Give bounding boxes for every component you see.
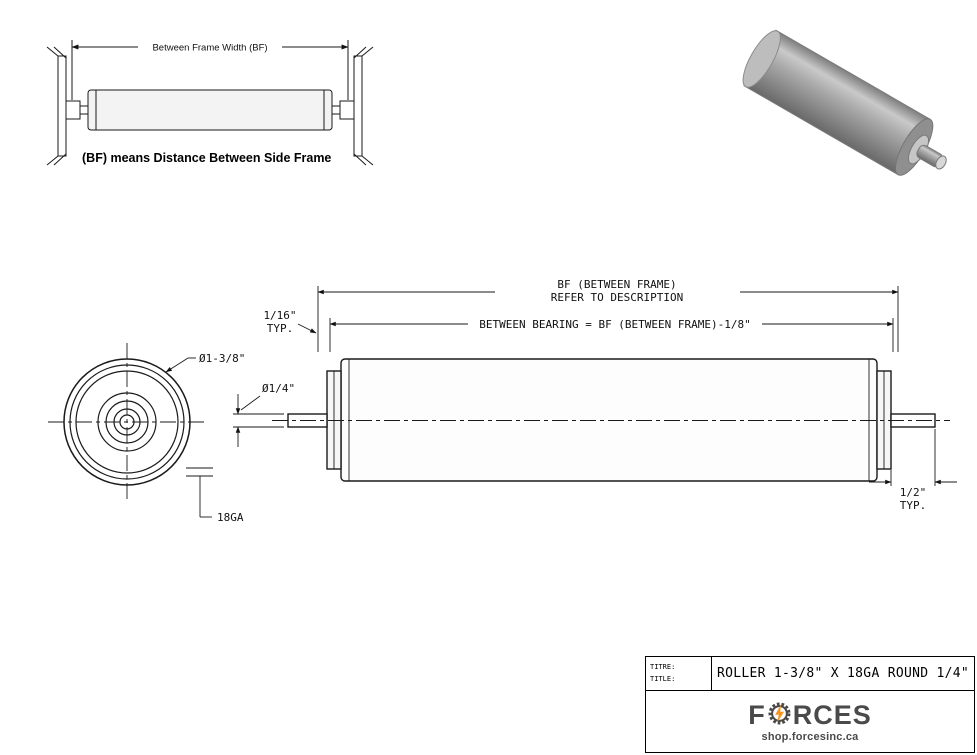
diameter-leader (165, 357, 196, 373)
forces-logo: F RCES (748, 700, 872, 730)
bf-label-line1: BF (BETWEEN FRAME) (557, 278, 676, 291)
end-view-gauge-label: 18GA (217, 511, 244, 524)
left-offset-typ: TYP. (267, 322, 294, 335)
roller-3d-far-cap (742, 30, 781, 88)
inset-caption: (BF) means Distance Between Side Frame (82, 151, 331, 165)
left-offset-value: 1/16" (263, 309, 296, 322)
roller-3d-render (742, 29, 947, 176)
title-block-top-row: TITRE: TITLE: ROLLER 1-3/8" X 18GA ROUND… (646, 657, 974, 691)
left-offset-leader (297, 323, 317, 334)
right-offset-value: 1/2" (900, 486, 927, 499)
titre-label: TITRE: (650, 662, 676, 671)
bf-label-line2: REFER TO DESCRIPTION (551, 291, 683, 304)
inset-right-frame (353, 55, 363, 157)
title-block-labels: TITRE: TITLE: (646, 657, 712, 690)
logo-letters-rces: RCES (792, 699, 872, 730)
side-view-dimension-text: BF (BETWEEN FRAME) REFER TO DESCRIPTION … (262, 278, 926, 512)
bf-inset-text: Between Frame Width (BF) (BF) means Dist… (82, 43, 331, 166)
between-bearing-label: BETWEEN BEARING = BF (BETWEEN FRAME)-1/8… (479, 318, 751, 331)
inset-roller (87, 89, 333, 131)
title-block: TITRE: TITLE: ROLLER 1-3/8" X 18GA ROUND… (645, 656, 975, 753)
drawing-title: ROLLER 1-3/8" X 18GA ROUND 1/4" (717, 666, 969, 681)
bf-inset-diagram (46, 40, 374, 166)
title-label: TITLE: (650, 674, 676, 683)
roller-end-view (48, 343, 213, 518)
right-offset-typ: TYP. (900, 499, 927, 512)
inset-dim-label: Between Frame Width (BF) (152, 43, 267, 54)
website: shop.forcesinc.ca (761, 731, 859, 743)
roller-side-view (272, 358, 950, 482)
logo-letter-f: F (748, 699, 766, 730)
roller-tube (340, 358, 878, 482)
gear-bolt-icon (767, 701, 792, 731)
end-view-diameter-label: Ø1-3/8" (199, 352, 245, 365)
side-view-dimensions (233, 286, 957, 486)
end-view-text: Ø1-3/8" 18GA (199, 352, 245, 524)
title-block-logo-area: F RCES shop.forcesinc.ca (646, 691, 974, 752)
end-view-centerlines (48, 343, 206, 501)
inset-left-frame (57, 55, 67, 157)
gauge-leader (186, 467, 213, 518)
shaft-diameter-label: Ø1/4" (262, 382, 295, 395)
